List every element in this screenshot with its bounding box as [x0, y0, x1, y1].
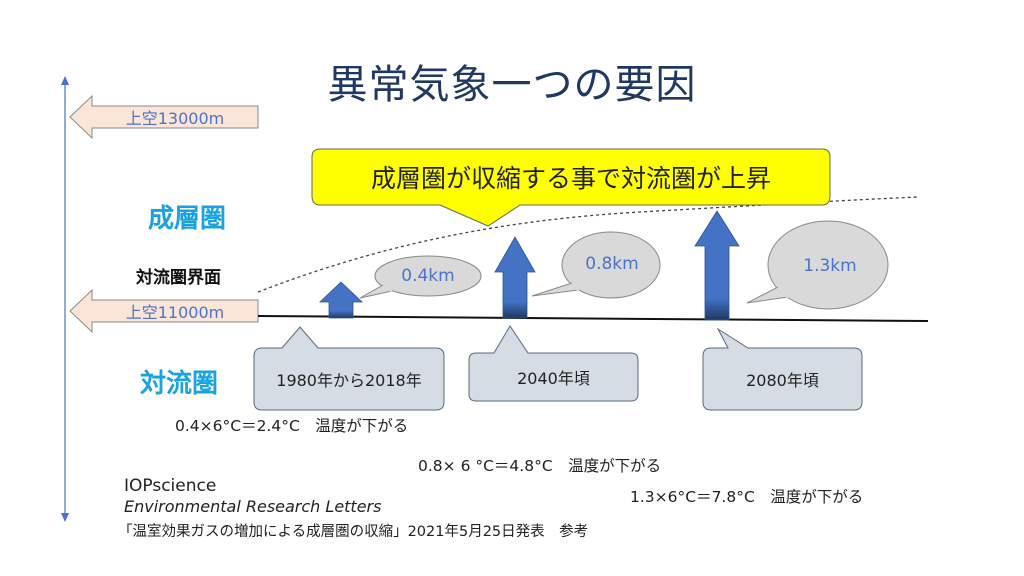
altitude-axis	[61, 76, 69, 522]
future-tropopause-curve	[257, 196, 919, 293]
page-title: 異常気象一つの要因	[327, 62, 697, 108]
period-label-1: 1980年から2018年	[276, 371, 422, 390]
rise-amount-2: 0.8km	[585, 254, 639, 274]
headline-callout	[311, 148, 831, 227]
rise-bubble-3	[746, 220, 889, 310]
period-label-2: 2040年頃	[517, 369, 590, 388]
rise-amount-3: 1.3km	[803, 256, 857, 276]
rise-arrow-1	[319, 281, 363, 319]
calculation-1: 0.4×6°C＝2.4°C 温度が下がる	[175, 417, 409, 435]
calculation-3: 1.3×6°C＝7.8°C 温度が下がる	[630, 488, 864, 506]
period-label-3: 2080年頃	[746, 371, 819, 390]
tropopause-line	[257, 315, 929, 322]
calculation-2: 0.8× 6 °C＝4.8°C 温度が下がる	[418, 457, 662, 475]
period-callout-2	[468, 325, 639, 402]
altitude-11000-label: 上空11000m	[125, 303, 225, 322]
stratosphere-label: 成層圏	[148, 204, 227, 234]
rise-arrow-2	[494, 236, 536, 319]
source-citation: 「温室効果ガスの増加による成層圏の収縮」2021年5月25日発表 参考	[118, 524, 589, 540]
rise-amount-1: 0.4km	[401, 266, 455, 286]
rise-bubble-1	[359, 255, 482, 299]
tropopause-label: 対流圏界面	[136, 268, 221, 288]
altitude-13000-box	[69, 94, 259, 140]
altitude-13000-label: 上空13000m	[125, 109, 225, 128]
period-callout-3	[702, 327, 863, 411]
altitude-11000-box	[69, 288, 259, 334]
troposphere-label: 対流圏	[140, 369, 219, 399]
period-callout-1	[253, 326, 445, 411]
rise-arrow-3	[694, 210, 740, 321]
headline-text: 成層圏が収縮する事で対流圏が上昇	[370, 164, 771, 193]
rise-bubble-2	[531, 231, 661, 299]
source-publisher: IOPscience	[124, 476, 217, 496]
source-journal: Environmental Research Letters	[124, 497, 382, 516]
